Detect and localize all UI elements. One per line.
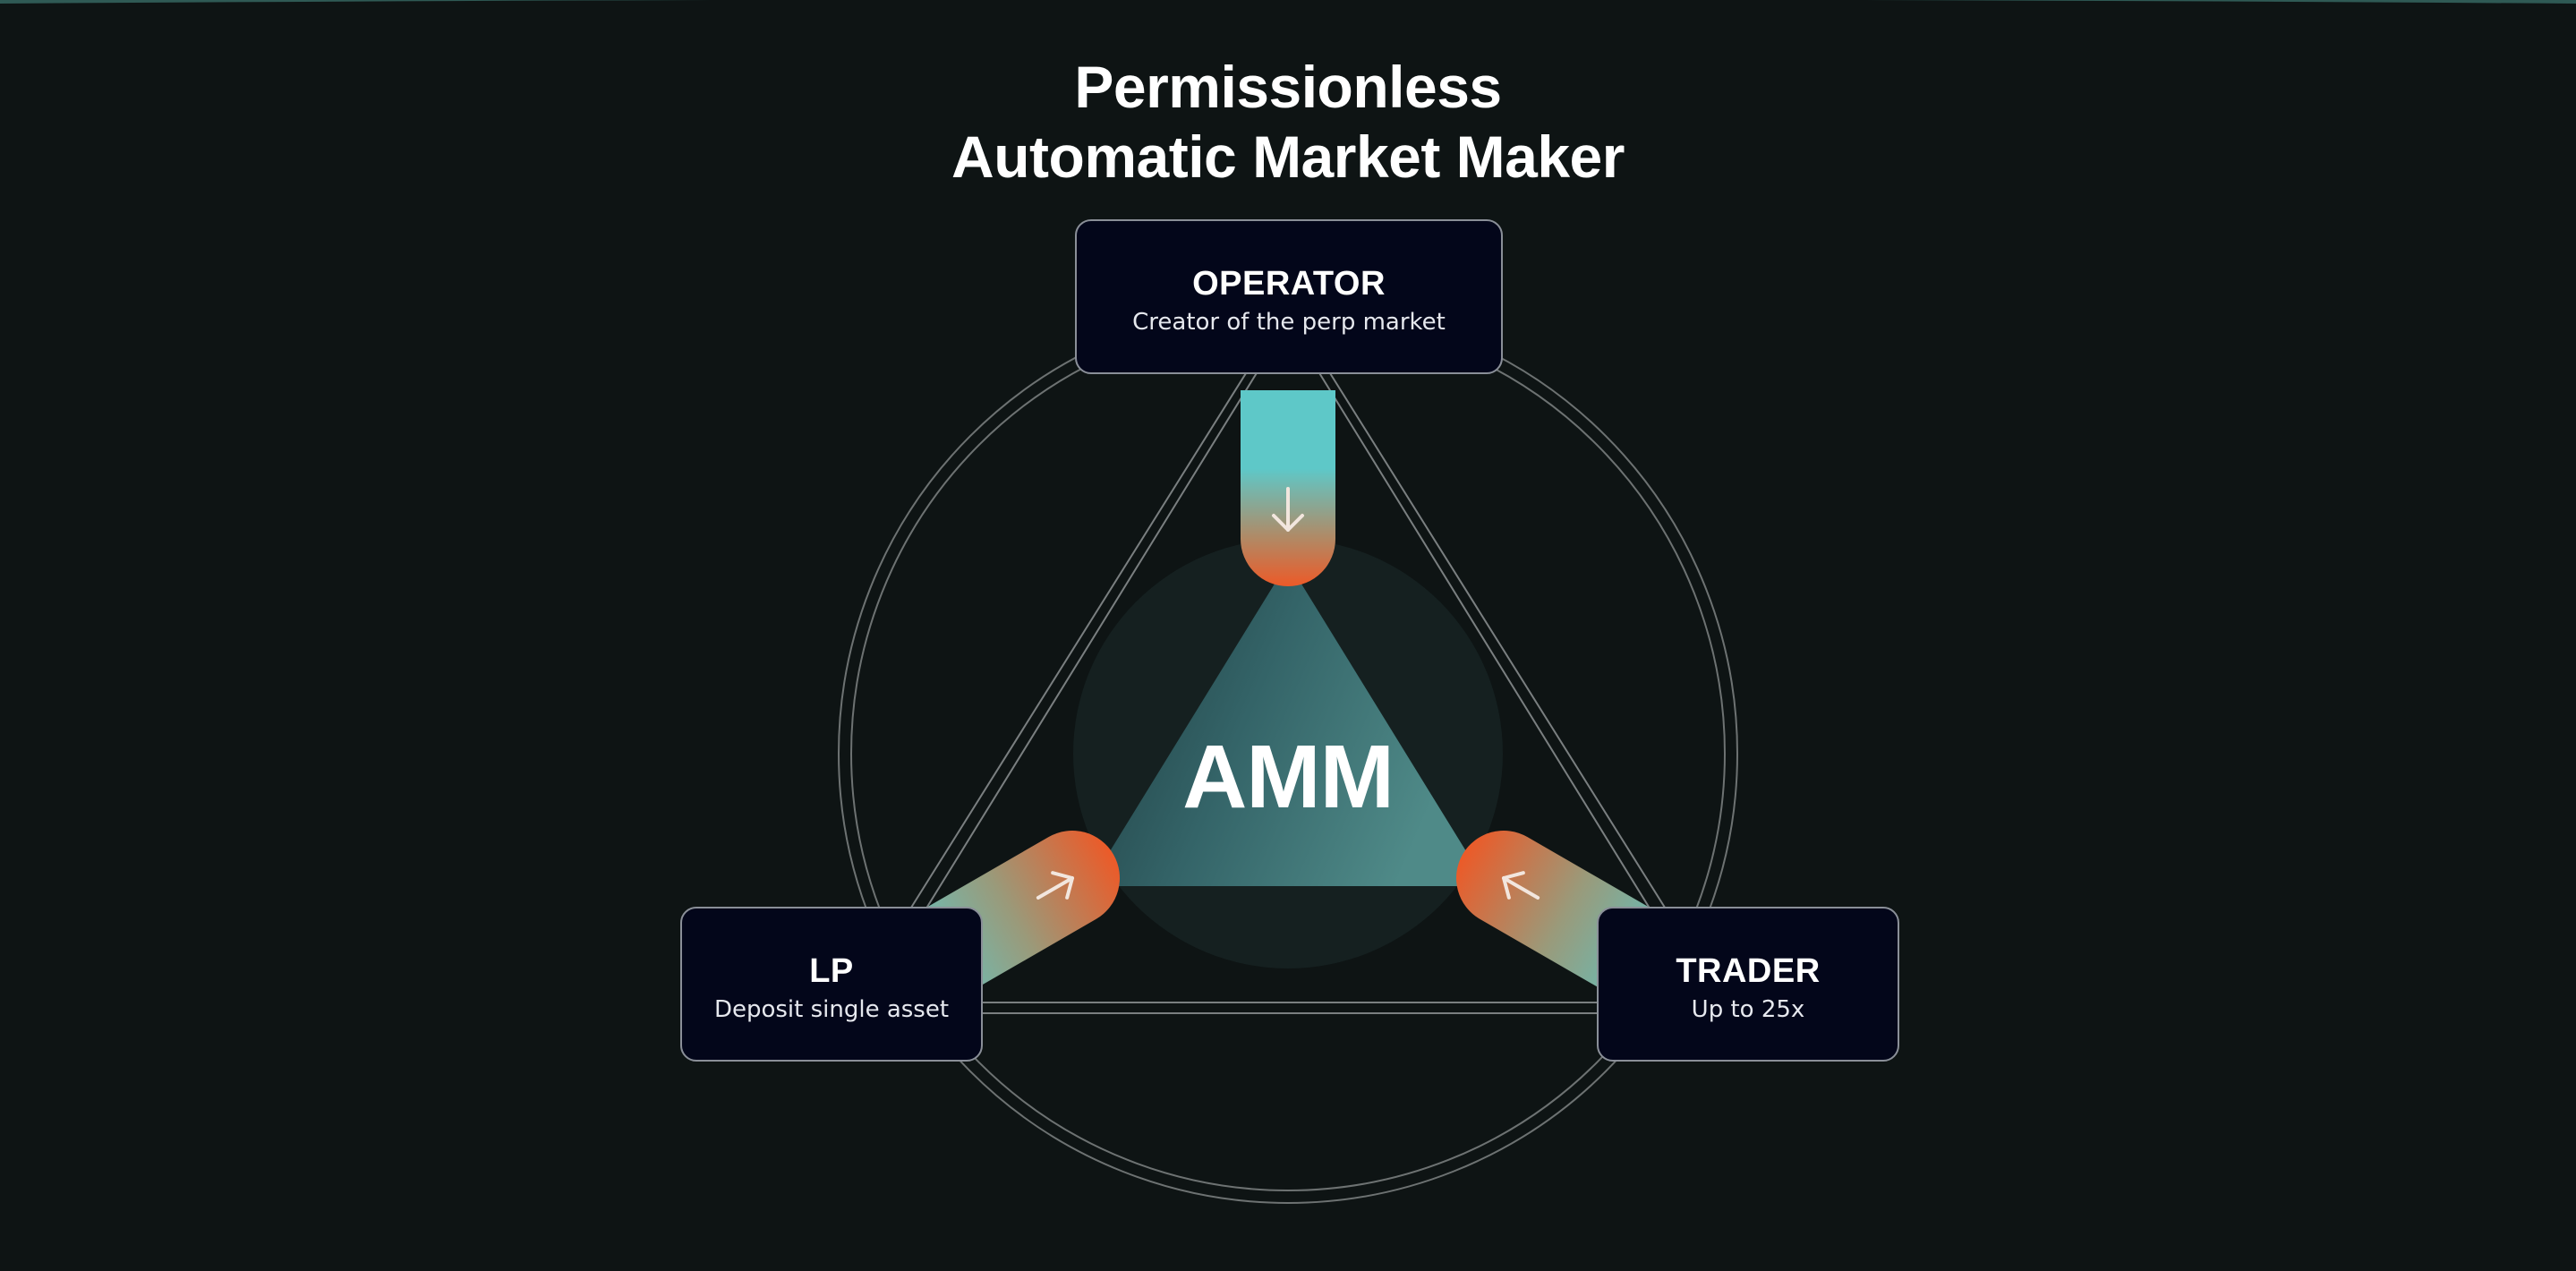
trader-name: TRADER [1676,952,1821,990]
amm-label: AMM [1182,727,1395,827]
trader-description: Up to 25x [1691,996,1805,1023]
arrow-up-left-icon [1502,871,1540,900]
arrow-down-icon [1272,487,1304,532]
title-line-1: Permissionless [1074,54,1502,120]
lp-description: Deposit single asset [713,996,950,1023]
connector-triangle-inner [866,320,1710,1003]
arrow-up-right-icon [1036,871,1074,900]
connector-triangle [843,304,1733,1014]
title-line-2: Automatic Market Maker [951,124,1625,190]
trader-card: TRADER Up to 25x [1597,907,1899,1062]
operator-card: OPERATOR Creator of the perp market [1075,219,1503,374]
lp-card: LP Deposit single asset [680,907,983,1062]
operator-flow-pill [1241,390,1335,586]
page-title: Permissionless Automatic Market Maker [0,52,2576,192]
operator-description: Creator of the perp market [1132,309,1446,336]
lp-name: LP [809,952,854,990]
amm-triangle [1088,562,1488,886]
operator-name: OPERATOR [1192,265,1386,303]
